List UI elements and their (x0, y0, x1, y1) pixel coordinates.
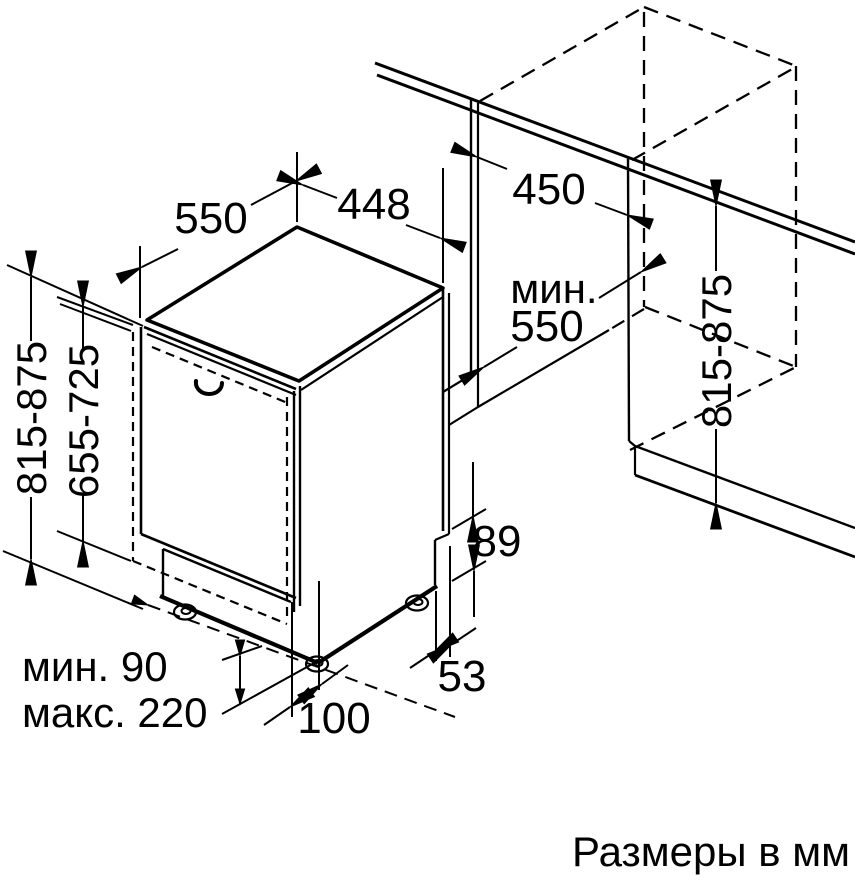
dim-top-depth-label: 550 (174, 194, 247, 243)
cabinet-plinth-top (634, 444, 855, 530)
cabinet-side-panel (442, 100, 645, 426)
countertop-front-edge (374, 61, 855, 244)
dim-plinth-min-label: мин. 90 (22, 643, 168, 690)
floor-reference-dashed-line (148, 605, 456, 718)
dim-niche-depth-value: 550 (510, 302, 583, 351)
door-face (131, 325, 302, 626)
dimension-annotations: 550 448 450 мин. 550 815-875 (2, 141, 740, 743)
adjustable-foot-rear (404, 594, 430, 612)
dim-niche-depth-min-550: мин. 550 (458, 252, 667, 386)
dim-top-depth-550: 550 (115, 152, 323, 318)
niche-dashed-outline (479, 5, 798, 452)
dim-plinth-height-range: мин. 90 макс. 220 (22, 643, 317, 736)
dim-top-width-label: 448 (337, 180, 410, 229)
dim-appliance-height-815-875: 815-875 (2, 250, 144, 610)
dim-rear-height-label: 89 (473, 517, 522, 566)
plinth-and-base (159, 289, 451, 665)
dim-rear-offset-53: 53 (409, 546, 487, 701)
adjustable-foot-front-left (172, 603, 198, 621)
cabinet-plinth-floor (634, 473, 855, 559)
dim-niche-width-label: 450 (512, 165, 585, 214)
dim-door-height-label: 655-725 (60, 344, 107, 498)
dim-plinth-recess-100: 100 (263, 581, 371, 743)
dim-niche-height-815-875: 815-875 (693, 179, 740, 530)
dim-door-height-655-725: 655-725 (56, 280, 134, 568)
top-face (145, 225, 445, 383)
countertop-bottom-edge (376, 73, 855, 256)
kitchen-cabinet (374, 5, 855, 559)
door-handle (193, 379, 224, 396)
dim-plinth-max-label: макс. 220 (22, 689, 208, 736)
dim-top-width-448: 448 (276, 168, 467, 283)
dim-appliance-height-label: 815-875 (8, 341, 55, 495)
dim-niche-height-label: 815-875 (693, 274, 740, 428)
dim-niche-depth-prefix: мин. (510, 265, 597, 312)
dim-rear-height-89: 89 (451, 462, 522, 617)
dim-niche-width-450: 450 (450, 141, 654, 230)
niche-right-side (626, 157, 855, 559)
dim-rear-offset-label: 53 (438, 652, 487, 701)
dishwasher-body (131, 225, 451, 673)
dim-plinth-recess-label: 100 (297, 694, 370, 743)
units-note: Размеры в мм (572, 828, 850, 875)
